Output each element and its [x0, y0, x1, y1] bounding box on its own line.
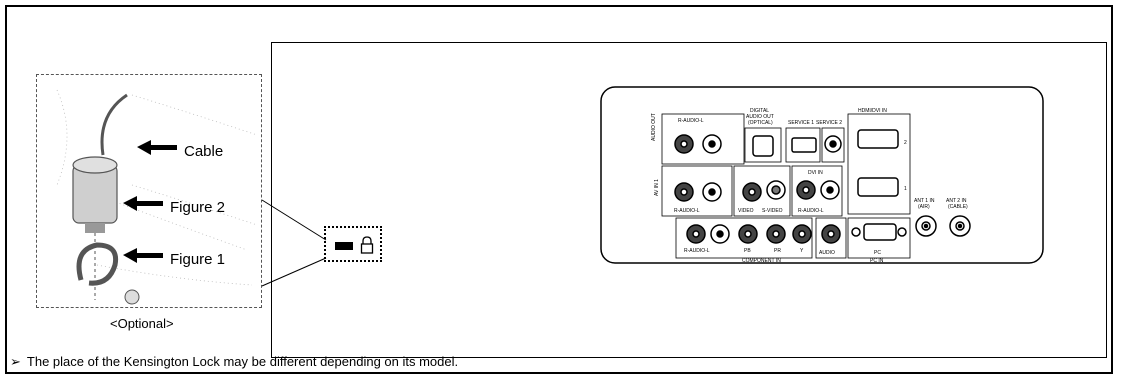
kensington-slot-icon	[335, 242, 353, 250]
arrow-left-icon	[123, 140, 177, 263]
kensington-lock-location	[324, 226, 382, 262]
audio-out-rl-label: R-AUDIO-L	[678, 118, 704, 124]
dvi-audio-rl-label: R-AUDIO-L	[798, 208, 824, 214]
digital-label-2: AUDIO OUT	[746, 114, 774, 120]
hdmi-dvi-in-label: HDMI/DVI IN	[858, 108, 887, 114]
figure2-label: Figure 2	[170, 199, 226, 216]
av-audio-rl-label: R-AUDIO-L	[674, 208, 700, 214]
service1-label: SERVICE 1	[788, 120, 814, 126]
digital-label-3: (OPTICAL)	[748, 120, 773, 126]
audio-label: AUDIO	[819, 250, 835, 256]
component-in-label: COMPONENT IN	[742, 258, 781, 264]
pb-label: PB	[744, 248, 751, 254]
tv-back-panel	[271, 42, 1107, 358]
figure1-label: Figure 1	[170, 251, 226, 268]
ant1-label-1: ANT 1 IN	[914, 198, 935, 204]
dvi-in-label: DVI IN	[808, 170, 823, 176]
pc-label: PC	[874, 250, 881, 256]
cable-lock-drawing	[56, 89, 258, 305]
pc-in-label: PC IN	[870, 258, 884, 264]
component-audio-rl-label: R-AUDIO-L	[684, 248, 710, 254]
video-label: VIDEO	[738, 208, 754, 214]
kensington-illustration: Cable Figure 2 Figure 1	[36, 74, 262, 308]
y-label: Y	[800, 248, 804, 254]
cable-line	[100, 93, 128, 156]
optional-caption: <Optional>	[110, 316, 174, 331]
note-text: The place of the Kensington Lock may be …	[26, 354, 459, 369]
audio-out-label: AUDIO OUT	[651, 113, 657, 141]
padlock-icon	[360, 236, 374, 254]
service2-label: SERVICE 2	[816, 120, 842, 126]
connector-panel: AUDIO OUT R-AUDIO-L DIGITAL AUDIO OUT (O…	[600, 86, 1044, 264]
av-in1-label: AV IN 1	[654, 179, 660, 196]
note-line: ➢ The place of the Kensington Lock may be…	[10, 354, 458, 370]
cable-label: Cable	[184, 143, 224, 160]
ant2-label-2: (CABLE)	[948, 204, 968, 210]
ant1-label-2: (AIR)	[918, 204, 930, 210]
note-arrow-icon: ➢	[10, 354, 21, 369]
figure-frame	[5, 5, 1113, 374]
hdmi2-label: 2	[904, 140, 907, 146]
hdmi1-label: 1	[904, 186, 907, 192]
ant2-label-1: ANT 2 IN	[946, 198, 967, 204]
digital-label-1: DIGITAL	[750, 108, 769, 114]
pr-label: PR	[774, 248, 781, 254]
s-video-label: S-VIDEO	[762, 208, 783, 214]
